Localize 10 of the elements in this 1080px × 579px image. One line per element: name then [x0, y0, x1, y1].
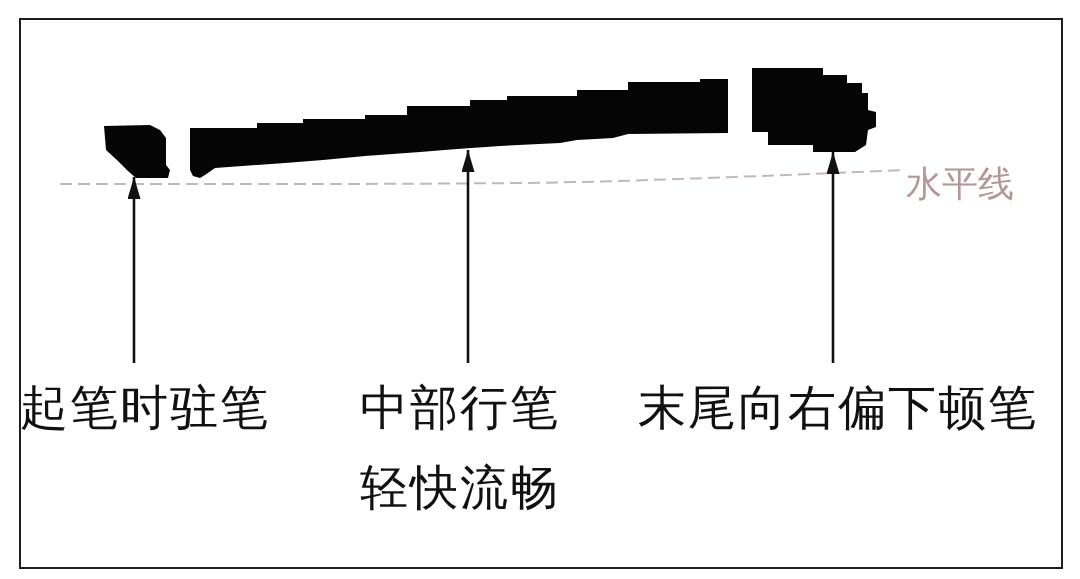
ink-blot	[752, 68, 876, 152]
annotation-text: 中部行笔轻快流畅	[360, 367, 572, 527]
annotation-text: 起笔时驻笔	[20, 367, 270, 447]
annotation-text: 末尾向右偏下顿笔	[638, 367, 1038, 447]
arrow	[127, 177, 141, 363]
horizontal-line-label: 水平线	[906, 162, 1014, 206]
arrow	[461, 150, 475, 363]
arrow	[826, 152, 840, 363]
ink-blot	[104, 125, 170, 178]
ink-stroke-bar	[190, 79, 728, 178]
